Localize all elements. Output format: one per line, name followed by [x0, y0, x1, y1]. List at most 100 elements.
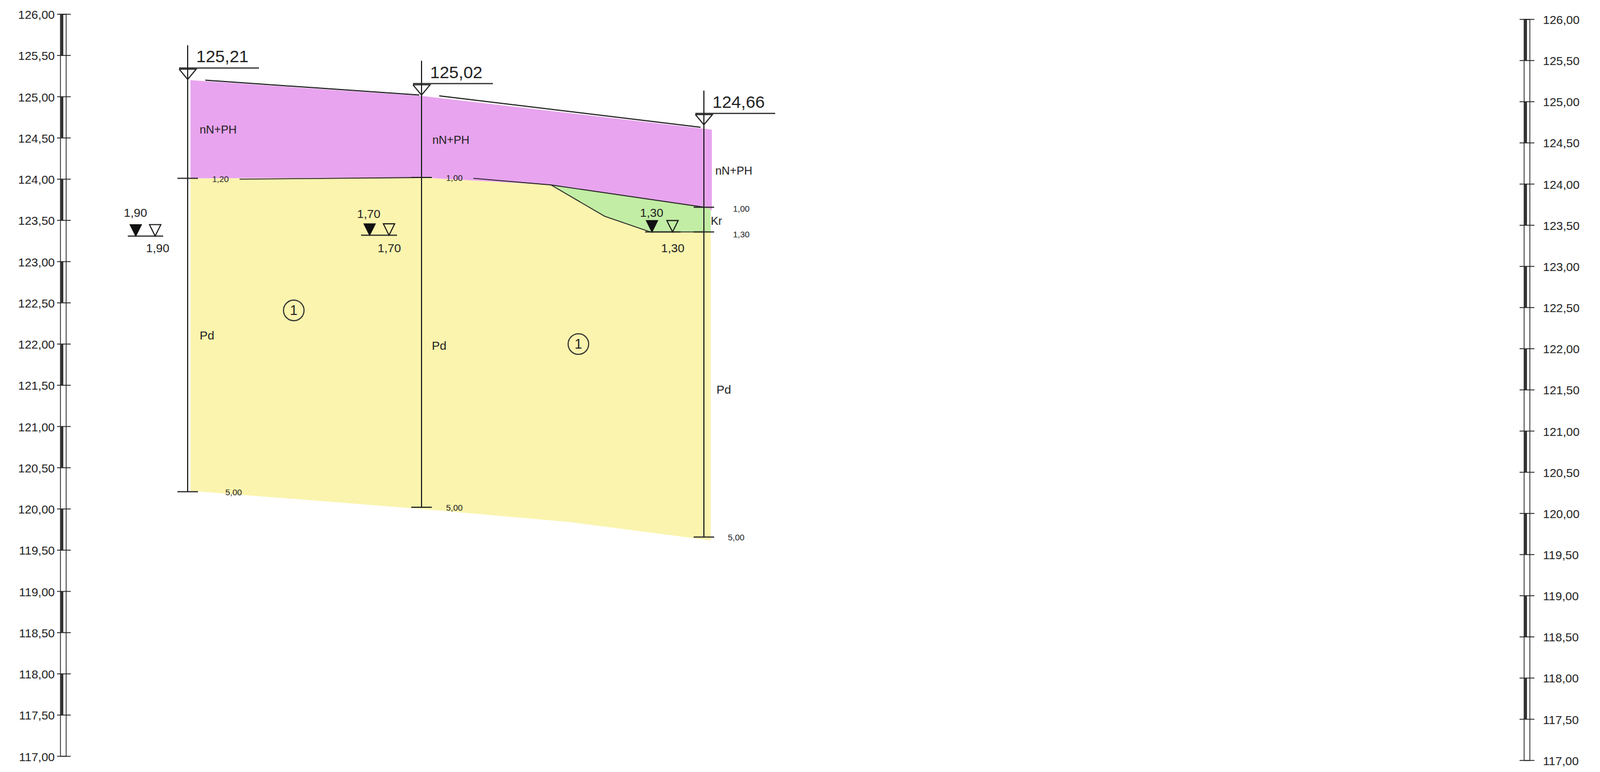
scale-label: 121,50 [18, 379, 55, 392]
scale-label: 119,00 [1542, 589, 1579, 602]
scale-tick [1519, 553, 1535, 556]
scale-tick [1519, 512, 1535, 514]
depth-tick [693, 231, 715, 233]
scale-label: 121,50 [1542, 383, 1580, 396]
scale-label: 122,50 [18, 296, 55, 309]
layer-code: Kr [710, 215, 723, 227]
water-level-symbol [130, 224, 142, 237]
scale-label: 125,50 [18, 49, 55, 62]
scale-tick [57, 261, 71, 263]
callout-circle: 1 [282, 299, 305, 322]
scale-tick [1519, 265, 1535, 267]
scale-label: 120,00 [18, 503, 55, 516]
scale-tick [1519, 636, 1535, 638]
scale-tick [1519, 430, 1535, 432]
scale-tick [1519, 183, 1535, 185]
borehole-line [703, 90, 705, 538]
scale-label: 122,50 [1542, 301, 1580, 314]
water-level-line [361, 234, 398, 236]
layer-boundary [473, 178, 704, 208]
scale-tick [1519, 306, 1535, 309]
water-level-symbol [646, 220, 658, 232]
scale-label: 123,50 [1542, 219, 1580, 232]
scale-label: 126,00 [18, 8, 55, 21]
water-level-symbol [363, 223, 376, 236]
profile-graphics [57, 14, 1535, 761]
scale-label: 122,00 [18, 338, 55, 351]
layer-boundary [239, 177, 422, 180]
scale-tick [1519, 224, 1535, 226]
elevation-leader [179, 67, 259, 69]
depth-label: 1,00 [446, 173, 463, 182]
elevation-marker [695, 114, 713, 125]
depth-label: 5,00 [225, 487, 242, 496]
scale-label: 119,00 [18, 585, 55, 598]
scale-label: 123,00 [1542, 260, 1580, 273]
scale-tick [57, 302, 71, 304]
depth-label: 1,20 [212, 173, 229, 183]
water-level-label: 1,30 [661, 241, 685, 254]
depth-tick [693, 206, 715, 208]
layer-code: Pd [716, 383, 732, 396]
scale-label: 118,00 [1542, 671, 1579, 684]
scale-label: 123,50 [18, 214, 55, 227]
callout-number: 1 [574, 337, 582, 351]
scale-tick [1519, 59, 1535, 62]
scale-tick [1519, 347, 1535, 350]
water-level-label: 1,90 [146, 241, 170, 254]
scale-label: 117,50 [18, 709, 55, 721]
ground-surface [439, 95, 701, 128]
scale-label: 120,00 [1542, 507, 1580, 520]
elevation-label: 124,66 [712, 93, 765, 111]
scale-tick [57, 343, 71, 345]
scale-label: 119,50 [18, 544, 55, 557]
water-level-label: 1,70 [357, 207, 381, 220]
scale-label: 118,00 [18, 667, 55, 680]
water-level-label: 1,70 [377, 241, 401, 254]
scale-label: 123,00 [18, 255, 55, 268]
layer-code: Pd [199, 329, 215, 342]
depth-label: 1,30 [732, 229, 750, 239]
scale-tick [1519, 142, 1535, 144]
scale-tick [1519, 677, 1535, 679]
scale-label: 121,00 [1542, 424, 1580, 437]
layer-code: nN+PH [199, 123, 237, 136]
elevation-leader [412, 83, 493, 85]
elevation-label: 125,21 [196, 47, 249, 66]
scale-tick [57, 13, 71, 15]
scale-label: 117,50 [1542, 713, 1579, 725]
ground-surface [205, 80, 420, 96]
water-level-symbol [149, 224, 161, 237]
scale-tick [1519, 594, 1535, 597]
scale-label: 124,00 [18, 173, 55, 186]
scale-tick [57, 549, 71, 552]
scale-tick [57, 96, 71, 98]
scale-tick [1519, 759, 1535, 761]
scale-tick [57, 714, 71, 716]
layer-code: nN+PH [715, 164, 753, 177]
depth-tick [411, 176, 432, 178]
scale-tick [57, 632, 71, 634]
layer-boundary [551, 184, 704, 232]
water-level-symbol [666, 220, 679, 232]
scale-label: 120,50 [18, 461, 55, 474]
scale-tick [57, 467, 71, 469]
scale-tick [57, 220, 71, 222]
scale-label: 124,50 [1542, 136, 1580, 149]
scale-label: 126,00 [1542, 13, 1580, 26]
scale-tick [57, 426, 71, 428]
depth-label: 5,00 [446, 503, 463, 512]
scale-tick [1519, 389, 1535, 391]
scale-tick [57, 673, 71, 675]
depth-label: 1,00 [732, 204, 750, 213]
scale-label: 117,00 [18, 750, 55, 763]
water-level-symbol [383, 223, 395, 236]
sand-layer [190, 177, 711, 541]
elevation-marker [179, 69, 197, 80]
scale-label: 120,50 [1542, 466, 1580, 479]
depth-tick [177, 177, 198, 180]
layer-code: Pd [431, 339, 447, 352]
scale-tick [1519, 718, 1535, 720]
callout-circle: 1 [567, 333, 590, 355]
scale-tick [57, 755, 71, 757]
